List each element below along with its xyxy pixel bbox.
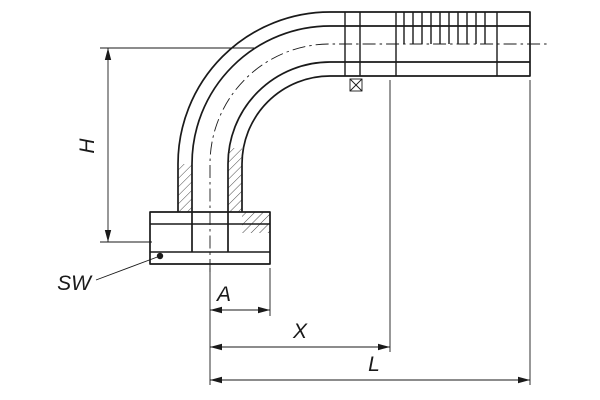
section-hatch xyxy=(178,148,270,233)
o-ring-detail xyxy=(349,78,363,92)
centerline xyxy=(209,43,548,272)
a-dimension-label: A xyxy=(215,283,231,306)
h-arrow-top xyxy=(104,48,112,60)
hatch-nut-shoulder xyxy=(242,212,270,233)
fitting-outline xyxy=(177,11,531,212)
hose-barb-serrations xyxy=(395,12,498,76)
o-ring-cross-2 xyxy=(349,78,363,92)
x-arrow-right xyxy=(378,343,390,351)
l-arrow-right xyxy=(518,376,530,384)
sw-callout: SW xyxy=(57,252,164,295)
x-arrow-left xyxy=(210,343,222,351)
nut-outline xyxy=(149,211,271,265)
dimension-l: L xyxy=(210,80,531,385)
o-ring-box xyxy=(349,78,363,92)
a-arrow-left xyxy=(210,306,222,314)
dimension-x: X xyxy=(210,80,391,352)
hose-stop-collar xyxy=(344,12,361,76)
hatch-right-wall xyxy=(228,148,242,212)
h-dimension-label: H xyxy=(76,138,99,154)
sw-leader-dot xyxy=(156,252,164,260)
dimension-a: A xyxy=(210,268,271,316)
a-arrow-right xyxy=(258,306,270,314)
bore-wall-inner xyxy=(227,61,530,252)
bore-wall-outer xyxy=(191,25,530,252)
l-dimension-label: L xyxy=(368,353,380,376)
sw-dimension-label: SW xyxy=(57,272,93,295)
x-dimension-label: X xyxy=(292,320,308,343)
h-arrow-bottom xyxy=(104,230,112,242)
swivel-nut xyxy=(149,211,271,265)
dimension-h: H xyxy=(76,47,254,243)
l-arrow-left xyxy=(210,376,222,384)
sw-leader-line xyxy=(95,255,161,281)
hatch-left-wall xyxy=(178,164,192,212)
